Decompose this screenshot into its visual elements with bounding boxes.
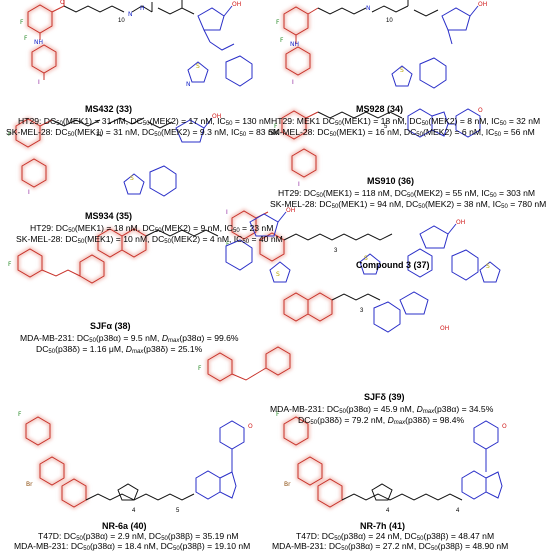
svg-text:S: S — [486, 263, 490, 270]
svg-text:OH: OH — [456, 219, 465, 226]
activity-line: SK-MEL-28: DC50(MEK1) = 10 nM, DC50(MEK2… — [16, 234, 283, 245]
structure-sjfa: F OH S — [8, 207, 295, 286]
activity-line: SK-MEL-28: DC50(MEK1) = 16 nM, DC50(MEK2… — [268, 127, 535, 138]
svg-text:S: S — [364, 255, 368, 262]
compound-name-ms934: MS934 (35) — [85, 211, 133, 221]
linker-subscript: 10 — [118, 18, 125, 24]
structure-ms934: F OH S I 11 — [8, 113, 221, 197]
activity-line: MDA-MB-231: DC50(p38α) = 27.2 nM, DC50(p… — [272, 541, 509, 552]
svg-text:O: O — [502, 423, 507, 430]
structure-compound-3: I F OH S 3 — [226, 208, 501, 283]
activity-line: SK-MEL-28: DC50(MEK1) = 31 nM, DC50(MEK2… — [6, 127, 280, 138]
structure-nr7h: F Br O 4 4 — [276, 411, 507, 514]
svg-text:OH: OH — [232, 1, 241, 8]
svg-text:I: I — [28, 189, 30, 196]
svg-text:F: F — [8, 131, 12, 138]
svg-text:O: O — [478, 107, 483, 114]
linker-subscript: 3 — [360, 308, 364, 314]
svg-text:F: F — [276, 19, 280, 26]
svg-text:O: O — [60, 0, 65, 6]
compound-name-nr7h: NR-7h (41) — [360, 521, 406, 531]
activity-line: T47D: DC50(p38α) = 24 nM, DC50(p38β) = 4… — [296, 531, 495, 542]
svg-text:I: I — [292, 79, 294, 86]
svg-text:S: S — [130, 175, 134, 182]
svg-text:F: F — [20, 19, 24, 26]
svg-text:O: O — [148, 0, 153, 2]
svg-text:OH: OH — [286, 207, 295, 214]
structure-sjfd: F OH S 3 — [198, 248, 449, 384]
svg-text:O: O — [248, 423, 253, 430]
svg-text:F: F — [274, 123, 278, 130]
linker-subscript: 11 — [96, 132, 103, 138]
svg-text:S: S — [196, 63, 200, 70]
svg-text:Br: Br — [26, 481, 33, 488]
svg-text:F: F — [280, 37, 284, 44]
svg-text:H: H — [140, 5, 145, 12]
svg-text:F: F — [198, 365, 202, 372]
activity-line: SK-MEL-28: DC50(MEK1) = 94 nM, DC50(MEK2… — [270, 199, 546, 210]
svg-text:F: F — [8, 261, 12, 268]
compound-name-ms928: MS928 (34) — [356, 104, 404, 114]
svg-text:S: S — [400, 67, 404, 74]
svg-text:Br: Br — [284, 481, 291, 488]
svg-text:I: I — [38, 79, 40, 86]
svg-text:N: N — [366, 5, 371, 12]
svg-text:F: F — [226, 241, 230, 248]
svg-text:F: F — [18, 411, 22, 418]
activity-line: DC50(p38δ) = 1.16 μM, Dmax(p38δ) = 25.1% — [36, 344, 203, 355]
activity-line: HT29: MEK1 DC50(MEK1) = 18 nM, DC50(MEK2… — [271, 116, 541, 127]
activity-line: MDA-MB-231: DC50(p38α) = 9.5 nM, Dmax(p3… — [20, 333, 239, 344]
compound-name-sjfd: SJFδ (39) — [364, 392, 405, 402]
activity-line: HT29: DC50(MEK1) = 31 nM, DC50(MEK2) = 1… — [18, 116, 271, 127]
linker-subscript: 4 — [132, 508, 136, 514]
activity-line: HT29: DC50(MEK1) = 18 nM, DC50(MEK2) = 9… — [30, 223, 274, 234]
activity-line: MDA-MB-231: DC50(p38α) = 18.4 nM, DC50(p… — [14, 541, 251, 552]
svg-text:OH: OH — [440, 325, 449, 332]
svg-text:NH: NH — [34, 39, 43, 46]
svg-text:OH: OH — [212, 113, 221, 120]
svg-text:N: N — [186, 81, 191, 88]
activity-line: MDA-MB-231: DC50(p38α) = 45.9 nM, Dmax(p… — [270, 404, 494, 415]
structure-ms910: F O I 5 — [274, 107, 483, 188]
compound-name-ms910: MS910 (36) — [367, 176, 415, 186]
svg-text:F: F — [276, 411, 280, 418]
svg-text:S: S — [276, 271, 280, 278]
compound-name-compound-3: Compound 3 (37) — [356, 260, 430, 270]
structure-figure: F F O NH I H N O OH S N 10 — [8, 0, 507, 514]
linker-subscript-2: 4 — [456, 508, 460, 514]
svg-text:I: I — [226, 209, 228, 216]
structure-ms928: F F NH I N OH S 10 — [276, 0, 487, 89]
structure-nr6a: F Br O 4 5 — [18, 411, 253, 514]
activity-line: DC50(p38δ) = 79.2 nM, Dmax(p38δ) = 98.4% — [298, 415, 465, 426]
svg-text:N: N — [128, 11, 133, 18]
svg-text:NH: NH — [290, 41, 299, 48]
svg-text:I: I — [298, 181, 300, 188]
structure-ms432: F F O NH I H N O OH S N 10 — [20, 0, 253, 88]
linker-subscript-2: 5 — [176, 508, 180, 514]
compound-name-ms432: MS432 (33) — [85, 104, 133, 114]
compound-name-sjfa: SJFα (38) — [90, 321, 131, 331]
svg-text:F: F — [24, 35, 28, 42]
linker-subscript: 5 — [384, 124, 388, 130]
linker-subscript: 10 — [386, 18, 393, 24]
activity-line: T47D: DC50(p38α) = 2.9 nM, DC50(p38β) = … — [38, 531, 239, 542]
linker-subscript: 3 — [334, 248, 338, 254]
activity-line: HT29: DC50(MEK1) = 118 nM, DC50(MEK2) = … — [278, 188, 536, 199]
linker-subscript: 4 — [386, 508, 390, 514]
compound-name-nr6a: NR-6a (40) — [102, 521, 147, 531]
svg-text:OH: OH — [478, 1, 487, 8]
